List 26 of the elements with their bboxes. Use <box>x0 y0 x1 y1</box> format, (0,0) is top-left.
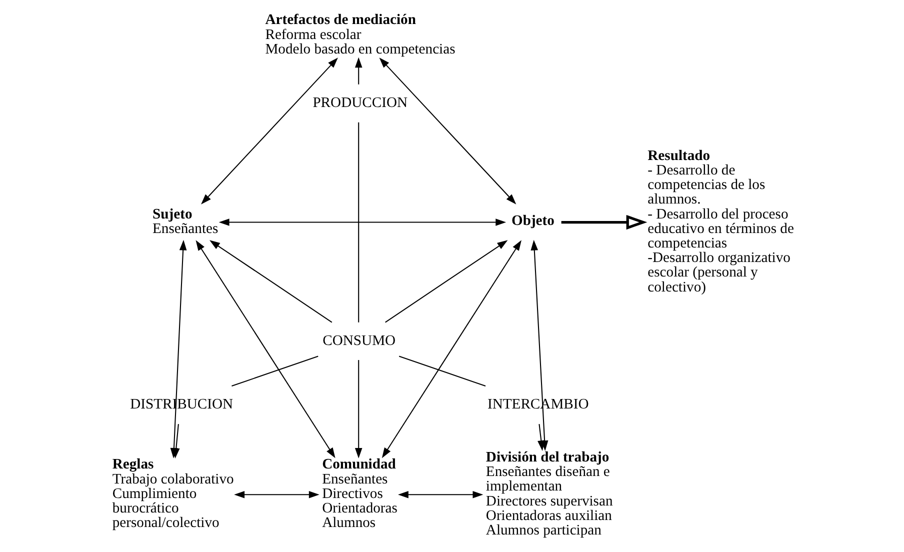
node-text: Objeto <box>511 213 554 230</box>
node-text: Comunidad Enseñantes Directivos Orientadoras Alumnos <box>322 456 398 532</box>
arrow <box>379 58 516 204</box>
arrow <box>201 58 338 204</box>
arrow <box>196 240 336 458</box>
node-text: Sujeto Enseñantes <box>152 206 218 237</box>
arrow <box>210 240 332 323</box>
arrow <box>234 490 320 498</box>
node-text: División del trabajo Enseñantes diseñan e implementan Directores supervisan Orientadoras auxilian Alumnos participan <box>486 449 613 538</box>
node-text: Resultado - Desarrollo de competencias de los alumnos. - Desarrollo del proceso educativo en términos de competencias -Desarrollo organizativo escolar (personal y colectivo) <box>648 148 794 296</box>
arrow <box>354 360 362 458</box>
arrow <box>538 424 545 451</box>
connector <box>398 356 486 387</box>
arrow <box>382 240 522 458</box>
connector <box>358 122 360 322</box>
node-text: Reglas Trabajo colaborativo Cumplimiento burocrático personal/colectivo <box>112 456 234 532</box>
node-text: PRODUCCION <box>312 95 408 112</box>
arrow <box>561 214 648 230</box>
arrow <box>172 424 180 459</box>
node-text: CONSUMO <box>322 333 396 350</box>
arrow <box>398 490 484 498</box>
connector <box>232 356 318 387</box>
arrow <box>218 218 506 226</box>
arrow <box>385 240 508 323</box>
node-text: Artefactos de mediación Reforma escolar Modelo basado en competencias <box>265 12 456 58</box>
arrow <box>354 57 362 84</box>
